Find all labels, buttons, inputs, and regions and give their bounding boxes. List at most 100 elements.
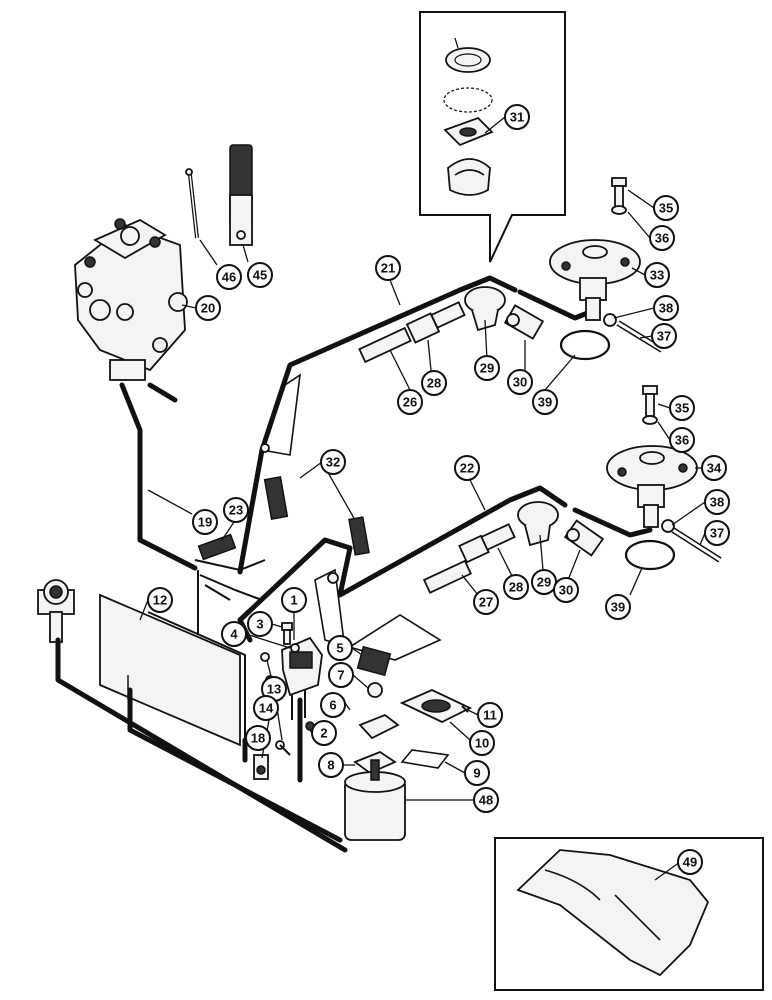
svg-text:35: 35 [659,201,673,216]
wiring-harness [119,382,266,635]
svg-text:4: 4 [230,627,238,642]
callout-21: 21 [375,255,401,281]
nut-38-upper [603,313,617,327]
callout-3: 3 [247,611,273,637]
svg-text:18: 18 [251,731,265,746]
callout-27: 27 [473,589,499,615]
callout-30-upper: 30 [507,369,533,395]
callout-45: 45 [247,262,273,288]
control-panel [99,593,246,747]
svg-text:38: 38 [659,301,673,316]
callout-35-lower: 35 [669,395,695,421]
screw-3 [281,622,293,645]
svg-text:9: 9 [473,766,480,781]
svg-text:38: 38 [710,495,724,510]
callout-10: 10 [469,730,495,756]
svg-text:26: 26 [403,395,417,410]
callout-23: 23 [223,497,249,523]
inset-detail-box-bottom [494,837,764,991]
svg-text:37: 37 [657,329,671,344]
svg-text:36: 36 [655,231,669,246]
nut-38-lower [661,519,675,533]
washer-4 [290,643,300,653]
svg-text:30: 30 [513,375,527,390]
leader-lines [139,116,706,881]
hydraulic-line-lower [237,485,653,661]
sensor-mount-upper [549,239,641,321]
callout-1: 1 [281,587,307,613]
callout-4: 4 [221,621,247,647]
callout-8: 8 [318,752,344,778]
svg-text:30: 30 [559,583,573,598]
washer-lower [642,415,658,425]
svg-text:33: 33 [650,268,664,283]
svg-text:32: 32 [326,455,340,470]
callout-12: 12 [147,587,173,613]
base-harness [55,637,348,853]
connector-plug [37,579,75,643]
svg-text:12: 12 [153,593,167,608]
elbow-29-lower [517,501,559,547]
svg-text:19: 19 [198,515,212,530]
svg-text:39: 39 [538,395,552,410]
bracket-6 [358,713,400,740]
callout-31: 31 [504,104,530,130]
callout-20: 20 [195,295,221,321]
sensor-mount-lower [606,445,698,528]
washer-upper [611,205,627,215]
callout-36-lower: 36 [669,427,695,453]
svg-text:49: 49 [683,855,697,870]
svg-text:36: 36 [675,433,689,448]
capacitor-48 [344,759,406,841]
svg-text:29: 29 [537,575,551,590]
fitting-28-lower [458,523,516,564]
callout-28-lower: 28 [503,574,529,600]
toggle-switch [281,636,323,720]
clamp-9 [400,749,450,769]
callout-22: 22 [454,455,480,481]
callout-29-upper: 29 [474,355,500,381]
callout-26: 26 [397,389,423,415]
svg-text:5: 5 [336,641,343,656]
screw-37-upper [616,320,664,353]
callout-39-lower: 39 [605,594,631,620]
svg-text:34: 34 [707,461,722,476]
svg-text:14: 14 [259,701,274,716]
callout-49: 49 [677,849,703,875]
svg-text:46: 46 [222,270,236,285]
callout-30-lower: 30 [553,577,579,603]
inset-detail-box-top [419,11,566,263]
svg-text:2: 2 [320,726,327,741]
svg-text:13: 13 [267,682,281,697]
callout-19: 19 [192,509,218,535]
pedal-handle [229,144,253,246]
svg-text:45: 45 [253,268,267,283]
svg-text:20: 20 [201,301,215,316]
callout-5: 5 [327,635,353,661]
hydraulic-line-upper [237,275,598,575]
callout-35-upper: 35 [653,195,679,221]
control-valve [74,218,188,381]
callout-7: 7 [328,662,354,688]
callout-32: 32 [320,449,346,475]
svg-text:21: 21 [381,261,395,276]
sleeves [197,476,370,561]
callout-28-upper: 28 [421,370,447,396]
callout-46: 46 [216,264,242,290]
svg-text:23: 23 [229,503,243,518]
svg-text:48: 48 [479,793,493,808]
callout-38-upper: 38 [653,295,679,321]
bolt-upper [611,177,627,209]
svg-text:35: 35 [675,401,689,416]
svg-text:28: 28 [427,376,441,391]
svg-text:22: 22 [460,461,474,476]
bolt-lower [642,385,658,417]
callout-29-lower: 29 [531,569,557,595]
pin-11 [461,705,469,713]
clip-18 [253,754,269,780]
svg-text:29: 29 [480,361,494,376]
switch-cap [356,645,392,677]
svg-text:1: 1 [290,593,297,608]
svg-text:31: 31 [510,110,524,125]
